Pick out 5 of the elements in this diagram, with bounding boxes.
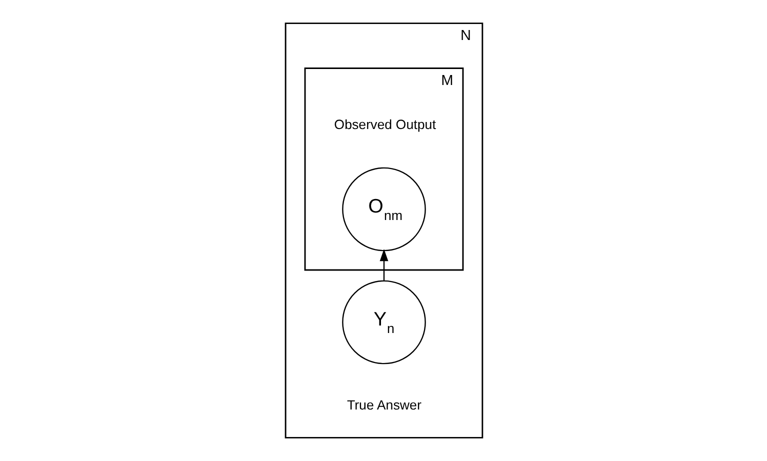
node-label: True Answer [346, 397, 421, 412]
arrow [379, 249, 388, 281]
node-circle: Y$_{n}$ [342, 280, 426, 364]
node-label: Observed Output [334, 116, 436, 132]
node-circle: O$_{nm}$ [342, 167, 426, 252]
